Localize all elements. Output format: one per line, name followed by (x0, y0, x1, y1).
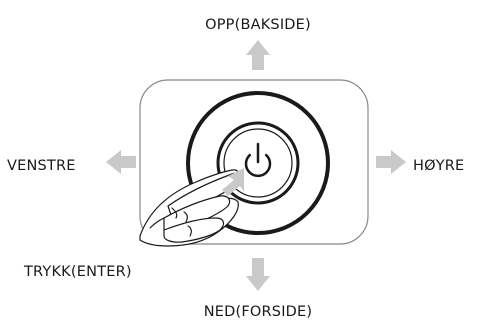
label-down: NED(FORSIDE) (204, 304, 313, 320)
pressing-hand-icon (139, 169, 241, 247)
arrow-down-icon (246, 258, 270, 291)
arrow-left-icon (106, 150, 136, 174)
power-icon (244, 142, 272, 178)
press-arrow-icon (222, 168, 244, 196)
label-up: OPP(BAKSIDE) (205, 17, 311, 33)
arrow-right-icon (376, 150, 406, 174)
outer-ring (186, 91, 330, 235)
label-right: HØYRE (413, 158, 464, 174)
label-left: VENSTRE (7, 158, 76, 174)
arrow-up-icon (246, 40, 270, 70)
label-press: TRYKK(ENTER) (23, 264, 132, 280)
